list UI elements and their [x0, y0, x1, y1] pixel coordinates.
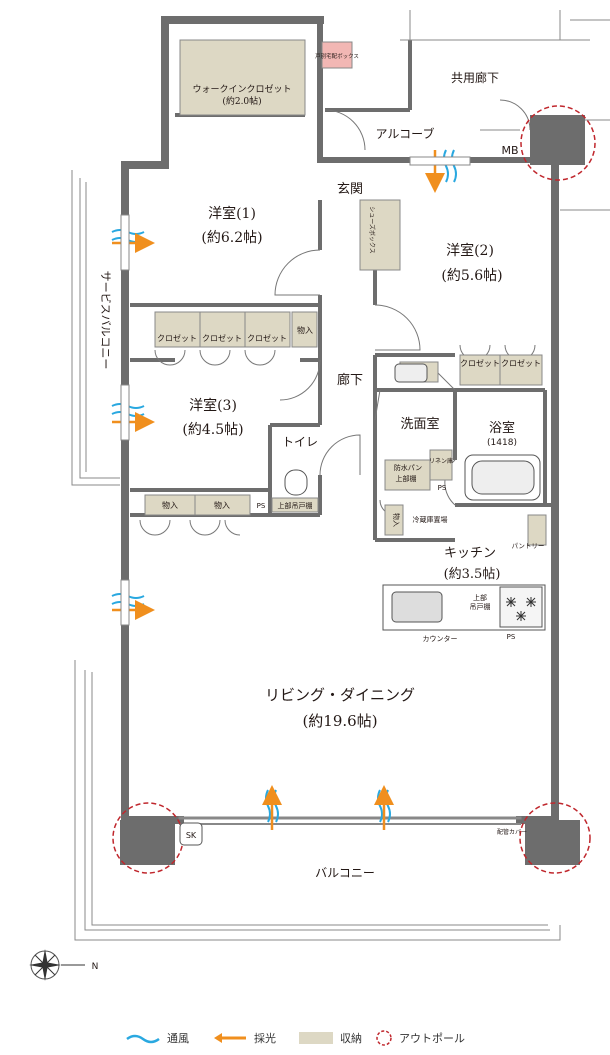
north-label: N [92, 962, 99, 972]
western2-label: 洋室(2) [446, 242, 494, 259]
storage-wash [384, 504, 404, 536]
storage-label-w3b: 物入 [214, 500, 230, 510]
legend-ventilation: 通風 [125, 1028, 189, 1048]
counter-label: カウンター [423, 634, 458, 643]
compass-icon [29, 949, 85, 981]
delivery-box-label: 戸別宅配ボックス [315, 52, 359, 60]
hanging-shelf-label: 吊戸棚 [470, 602, 491, 611]
sk-unit [179, 822, 203, 846]
daylight-arrow-icon [214, 1033, 246, 1043]
upper-shelf-wash [384, 459, 431, 491]
closet-4 [459, 354, 501, 386]
delivery-box [321, 41, 353, 69]
legend-daylight: 採光 [212, 1028, 276, 1048]
storage-areas [144, 39, 547, 628]
bathroom-label: 浴室 [489, 420, 515, 436]
storage-label-wash: 物入 [392, 513, 401, 527]
walk-in-closet-label: ウォークインクロゼット [192, 83, 291, 95]
western3-area: (約4.5帖) [182, 422, 243, 438]
wash-basin [394, 363, 428, 383]
closet-2 [199, 311, 246, 348]
fixtures [179, 363, 546, 846]
daylight-arrows [112, 150, 445, 830]
shoes-box-label: シューズボックス [368, 206, 376, 254]
upper-shelf-short-label: 上部棚 [396, 474, 417, 483]
bath-size-label: (1418) [487, 438, 517, 448]
entrance-label: 玄関 [337, 182, 363, 197]
legend-storage-label: 収納 [340, 1032, 362, 1045]
pantry [527, 514, 547, 546]
kitchen-area: (約3.5帖) [444, 567, 501, 582]
toilet-label: トイレ [282, 435, 318, 449]
legend-outpole: アウトポール [375, 1028, 465, 1048]
closet-5 [499, 354, 543, 386]
mb-label: MB [501, 144, 518, 157]
ps-wash-label: PS [438, 484, 447, 492]
windows [120, 156, 471, 626]
living-area: (約19.6帖) [302, 712, 377, 730]
storage-w3b [194, 494, 251, 516]
legend-daylight-label: 採光 [254, 1032, 276, 1045]
closet-label-4: クロゼット [460, 358, 500, 368]
balcony-label: バルコニー [315, 866, 375, 880]
western2-area: (約5.6帖) [441, 268, 502, 284]
service-balcony-label: サービスバルコニー [99, 271, 112, 370]
linen-storage [429, 449, 453, 481]
ps-w3-label: PS [257, 502, 266, 510]
linen-label: リネン庫 [429, 457, 453, 465]
shared-corridor-label: 共用廊下 [451, 70, 499, 85]
ventilation-icon [126, 1034, 160, 1044]
shared-corridor-lines [400, 10, 610, 211]
alcove-label: アルコーブ [376, 126, 435, 141]
legend: 通風 採光 収納 アウトポール [0, 1022, 610, 1052]
closet-label-1: クロゼット [157, 333, 197, 343]
closet-label-5: クロゼット [501, 358, 541, 368]
legend-ventilation-label: 通風 [167, 1032, 189, 1045]
western1-area: (約6.2帖) [201, 230, 262, 246]
closet-label-2: クロゼット [202, 333, 242, 343]
walk-in-closet-area: (約2.0帖) [222, 95, 261, 107]
storage-w1 [291, 311, 318, 348]
sk-label: SK [186, 831, 197, 840]
upper-label: 上部 [473, 593, 487, 602]
storage-label-w1: 物入 [297, 325, 313, 335]
legend-storage: 収納 [298, 1028, 362, 1048]
toilet-bowl [284, 469, 308, 496]
ps-kitchen-label: PS [507, 633, 516, 641]
balcony-outline [71, 170, 561, 941]
walls [121, 16, 559, 825]
stove-burners [506, 597, 536, 621]
outpole-circle-icon [376, 1030, 392, 1046]
washroom-label: 洗面室 [400, 416, 439, 432]
legend-outpole-label: アウトポール [399, 1032, 465, 1045]
pillars [120, 115, 585, 865]
corridor-label: 廊下 [337, 372, 363, 388]
pipe-cover-label: 配管カバー [497, 828, 527, 836]
western3-label: 洋室(3) [189, 397, 237, 414]
living-label: リビング・ダイニング [265, 686, 415, 704]
shoes-box [359, 199, 401, 271]
waterproof-pan-label: 防水パン [394, 463, 422, 472]
storage-label-w3a: 物入 [162, 500, 178, 510]
upper-shelf-toilet [271, 497, 319, 513]
kitchen-label: キッチン [444, 546, 496, 561]
toilet-upper-shelf-label: 上部吊戸棚 [278, 501, 313, 510]
sink [391, 591, 443, 623]
fridge-label: 冷蔵庫置場 [413, 515, 448, 524]
pantry-label: パントリー [512, 542, 545, 550]
walk-in-closet [179, 39, 306, 116]
western1-label: 洋室(1) [208, 205, 256, 222]
storage-swatch-icon [299, 1032, 333, 1044]
closet-3 [244, 311, 291, 348]
closet-label-3: クロゼット [247, 333, 287, 343]
